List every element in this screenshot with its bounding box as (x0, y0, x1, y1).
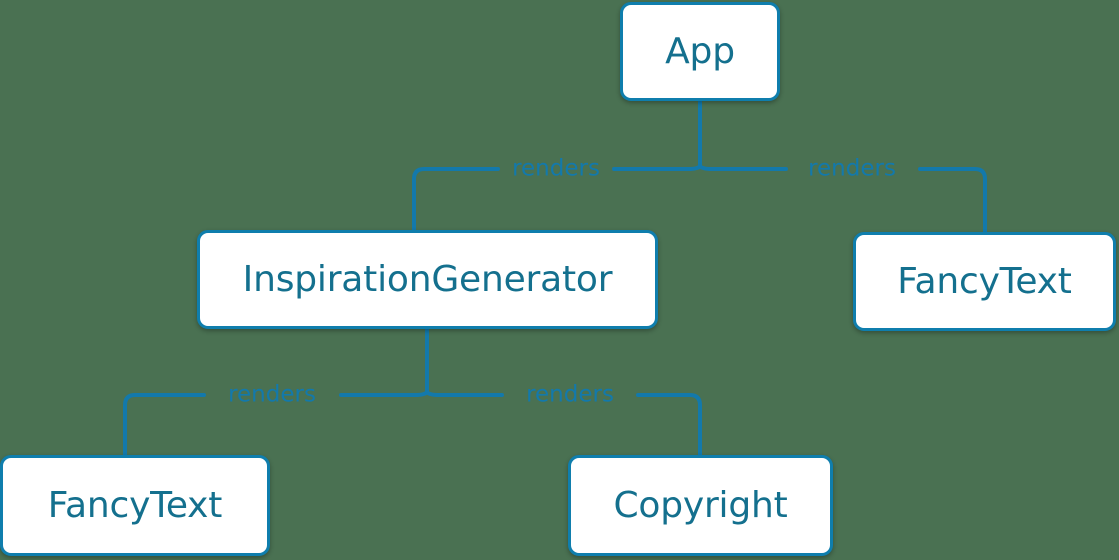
node-inspiration-generator[interactable]: InspirationGenerator (197, 230, 658, 329)
edge-inspiration-generator-to-copyright (425, 390, 702, 457)
edge-label-app-to-inspiration-generator: renders (512, 155, 600, 182)
node-app[interactable]: App (620, 2, 780, 101)
edge-label-inspiration-generator-to-copyright: renders (526, 381, 614, 408)
edge-label-inspiration-generator-to-fancytext-bottom: renders (228, 381, 316, 408)
node-copyright[interactable]: Copyright (568, 455, 833, 556)
node-copyright-label: Copyright (613, 484, 788, 526)
node-inspiration-generator-label: InspirationGenerator (242, 258, 613, 300)
node-fancytext-top-label: FancyText (897, 260, 1072, 302)
edge-app-to-fancytext-top (698, 164, 987, 234)
node-fancytext-bottom-label: FancyText (47, 484, 223, 526)
node-app-label: App (665, 30, 735, 72)
edge-label-app-to-fancytext-top: renders (808, 155, 896, 182)
node-fancytext-top[interactable]: FancyText (853, 232, 1116, 331)
node-fancytext-bottom[interactable]: FancyText (0, 455, 270, 556)
